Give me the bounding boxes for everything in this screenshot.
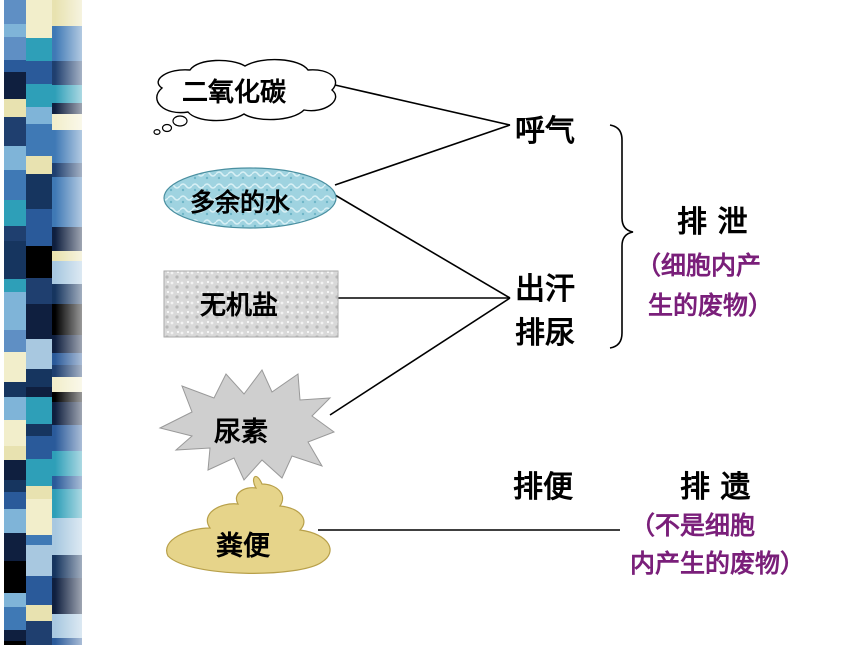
line-water-to-breath [334, 124, 511, 186]
label-salt: 无机盐 [200, 291, 279, 321]
label-feces: 粪便 [216, 531, 270, 562]
line-urea-to-sweat-urine [329, 297, 511, 416]
line-water-to-sweat-urine [334, 194, 511, 299]
urea-burst-shape [158, 369, 336, 481]
feces-mound-shape [166, 475, 331, 574]
salt-rect-shape [163, 270, 339, 338]
label-water: 多余的水 [190, 188, 291, 217]
co2-cloud-shape [153, 58, 337, 136]
label-urine: 排尿 [515, 316, 575, 351]
excretion-brace [609, 124, 634, 349]
decorative-left-strip [0, 0, 100, 645]
egestion-note-line1: （不是细胞 [630, 511, 756, 540]
excretion-note-line2: 生的废物） [648, 291, 774, 320]
label-sweat: 出汗 [515, 272, 575, 307]
connection-lines [318, 84, 620, 531]
label-defecate: 排便 [513, 470, 573, 505]
water-ellipse-shape [163, 167, 337, 229]
label-breath: 呼气 [515, 114, 575, 149]
excretion-title: 排 泄 [677, 205, 748, 240]
excretion-note-line1: （细胞内产 [636, 251, 762, 280]
line-co2-to-breath [334, 84, 511, 126]
label-co2: 二氧化碳 [182, 78, 287, 108]
egestion-title: 排 遗 [680, 470, 751, 505]
egestion-note-line2: 内产生的废物） [630, 549, 806, 578]
label-urea: 尿素 [214, 417, 268, 448]
